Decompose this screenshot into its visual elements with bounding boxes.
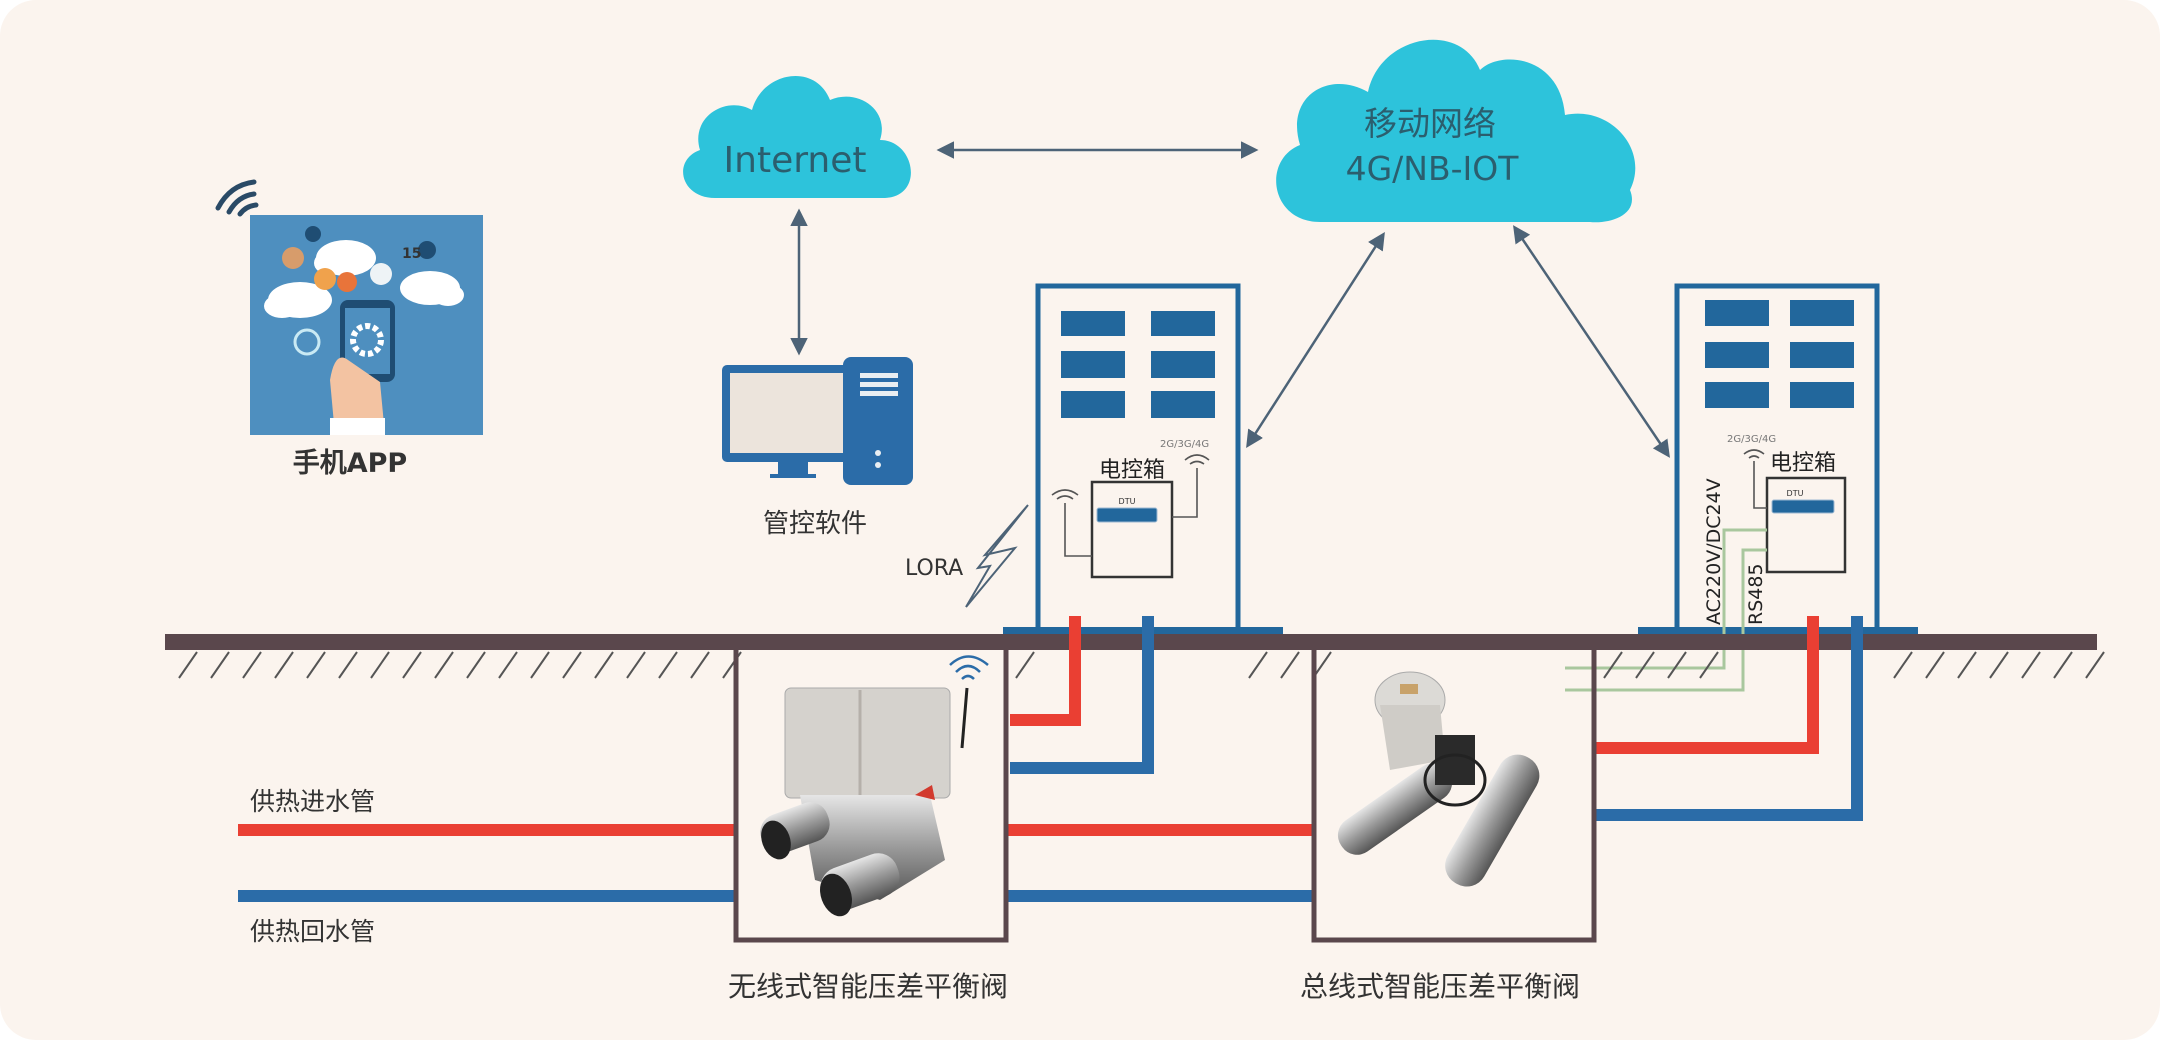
ground-hatch — [2021, 651, 2041, 679]
ground-hatch — [434, 651, 454, 679]
ground-hatch — [242, 651, 262, 679]
control-box — [1090, 480, 1174, 579]
ground-hatch — [1280, 651, 1300, 679]
wifi-antenna-icon — [1051, 454, 1210, 557]
control-box — [1765, 476, 1847, 574]
ground-hatch — [690, 651, 710, 679]
dtu-label: DTU — [1119, 497, 1136, 506]
dtu-module — [1771, 499, 1835, 514]
mobile-network-cloud: 移动网络 4G/NB-IOT — [1276, 39, 1636, 223]
ground-hatch — [338, 651, 358, 679]
ground — [165, 634, 2105, 679]
ground-hatch — [530, 651, 550, 679]
dtu-label: DTU — [1787, 489, 1804, 498]
dtu-module — [1096, 507, 1158, 523]
ground-hatch — [1248, 651, 1268, 679]
wifi-signal-icon — [215, 179, 259, 217]
lightning-icon — [965, 504, 1029, 608]
building-2: 2G/3G/4G 电控箱 DTU AC220V/DC24V RS485 — [1565, 283, 1918, 692]
desktop-computer-icon — [722, 357, 913, 485]
supply-pipe-label: 供热进水管 — [250, 787, 375, 816]
gear-icon — [350, 323, 384, 357]
wifi-icon — [949, 655, 989, 680]
ground-hatch — [1015, 651, 1035, 679]
ground-hatch — [1925, 651, 1945, 679]
bus-valve-image — [1337, 671, 1540, 887]
internet-cloud: Internet — [683, 76, 911, 198]
ground-hatch — [1667, 651, 1687, 679]
building-windows — [1705, 300, 1854, 408]
phone-app-label: 手机APP — [293, 448, 407, 479]
ground-hatch — [1635, 651, 1655, 679]
ground-hatch — [178, 651, 198, 679]
lora-label: LORA — [905, 556, 963, 581]
ground-hatch — [2085, 651, 2105, 679]
ground-hatch — [274, 651, 294, 679]
building-windows — [1061, 311, 1215, 418]
return-pipe-label: 供热回水管 — [250, 917, 375, 946]
ground-hatch — [2053, 651, 2073, 679]
valve-pit-1 — [733, 648, 1009, 943]
mobile-network-label: 移动网络 — [1364, 104, 1496, 143]
mobile-building1-arrow — [1246, 232, 1385, 448]
valve-pit-2 — [1311, 648, 1597, 943]
cloud-icon — [683, 76, 911, 198]
ground-hatch — [210, 651, 230, 679]
ground-hatch — [562, 651, 582, 679]
control-box-label: 电控箱 — [1099, 458, 1165, 483]
network-label: 2G/3G/4G — [1160, 439, 1209, 450]
ground-hatch — [594, 651, 614, 679]
wireless-valve-image — [760, 655, 989, 917]
ground-hatch — [626, 651, 646, 679]
bus-label: RS485 — [1745, 563, 1767, 625]
ground-hatch — [466, 651, 486, 679]
ground-hatch — [498, 651, 518, 679]
ground-hatch — [1989, 651, 2009, 679]
ground-hatch — [370, 651, 390, 679]
control-box-label: 电控箱 — [1770, 451, 1836, 476]
wifi-antenna-icon — [1743, 449, 1767, 509]
app-badge: 15 — [402, 246, 421, 262]
network-label: 2G/3G/4G — [1727, 434, 1776, 445]
power-wire — [1565, 528, 1767, 692]
cloud-icon — [1276, 39, 1636, 223]
control-software-label: 管控软件 — [763, 509, 867, 539]
wireless-valve-label: 无线式智能压差平衡阀 — [728, 970, 1008, 1003]
supply-pipe — [238, 616, 1819, 836]
ground-hatch — [658, 651, 678, 679]
phone-app: 15 — [215, 179, 483, 435]
ground-hatch — [402, 651, 422, 679]
power-label: AC220V/DC24V — [1703, 478, 1725, 625]
ground-hatch — [1603, 651, 1623, 679]
ground-hatch — [306, 651, 326, 679]
return-pipe — [238, 616, 1863, 902]
ground-hatch — [1893, 651, 1913, 679]
ground-hatch — [1699, 651, 1719, 679]
bus-valve-label: 总线式智能压差平衡阀 — [1300, 970, 1580, 1003]
ground-hatch — [1957, 651, 1977, 679]
internet-label: Internet — [724, 140, 867, 181]
mobile-network-protocol: 4G/NB-IOT — [1346, 149, 1520, 188]
building-1: 2G/3G/4G 电控箱 DTU — [1003, 283, 1283, 636]
mobile-building2-arrow — [1513, 225, 1670, 458]
